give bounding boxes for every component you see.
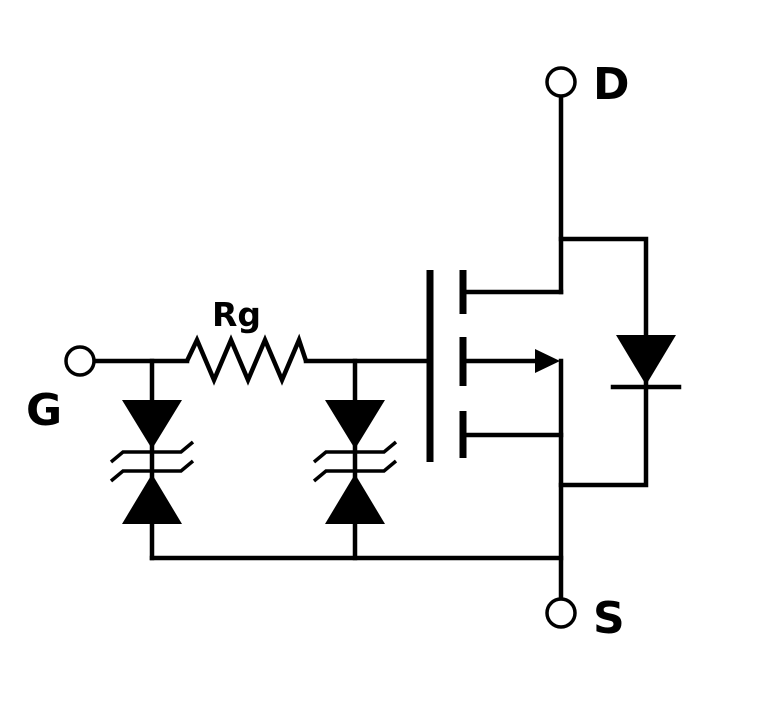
source-terminal bbox=[545, 597, 577, 629]
source-label: S bbox=[593, 593, 625, 644]
zener-diode-right bbox=[312, 358, 398, 561]
gate-resistor bbox=[184, 333, 309, 386]
drain-terminal bbox=[545, 66, 577, 98]
drain-wire bbox=[460, 93, 564, 295]
gate-label: G bbox=[26, 385, 62, 436]
gate-terminal bbox=[64, 345, 96, 377]
body-diode bbox=[558, 236, 682, 488]
source-wire bbox=[460, 358, 564, 601]
resistor-label: Rg bbox=[212, 295, 261, 334]
drain-label: D bbox=[593, 59, 630, 110]
zener-diode-left bbox=[109, 358, 195, 561]
body-arrow bbox=[460, 349, 560, 373]
